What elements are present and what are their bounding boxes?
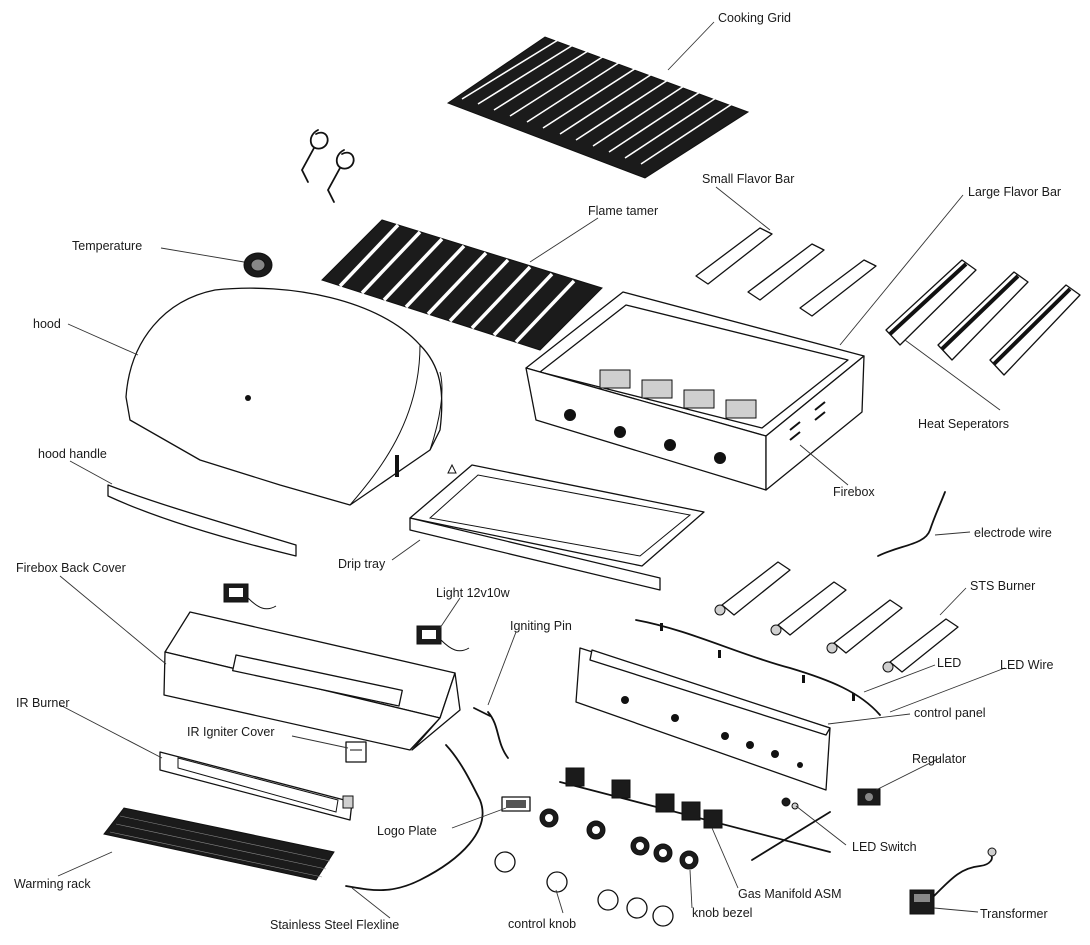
gas-manifold <box>559 767 831 861</box>
ir-igniter-cover <box>345 741 367 763</box>
firebox <box>525 291 865 491</box>
rotisserie-hooks <box>300 129 355 203</box>
cooking-grid <box>446 36 750 179</box>
label-cooking-grid: Cooking Grid <box>718 11 791 25</box>
label-led-switch: LED Switch <box>852 840 917 854</box>
temperature-gauge <box>243 252 273 278</box>
label-regulator: Regulator <box>912 752 966 766</box>
label-control-panel: control panel <box>914 706 986 720</box>
regulator <box>857 788 881 806</box>
light-fixtures <box>223 583 470 652</box>
label-hood-handle: hood handle <box>38 447 107 461</box>
label-ir-burner: IR Burner <box>16 696 70 710</box>
label-light: Light 12v10w <box>436 586 511 600</box>
hood <box>125 287 443 506</box>
control-panel <box>575 647 831 791</box>
electrode-wire <box>877 491 946 557</box>
knob-bezels <box>539 808 699 870</box>
ir-burner <box>159 751 354 821</box>
control-knobs <box>494 851 674 927</box>
heat-separators <box>885 259 1081 376</box>
label-logo-plate: Logo Plate <box>377 824 437 838</box>
label-hood: hood <box>33 317 61 331</box>
label-flame-tamer: Flame tamer <box>588 204 658 218</box>
led-switch <box>781 797 799 810</box>
label-led-wire: LED Wire <box>1000 658 1054 672</box>
label-stainless-steel-flexline: Stainless Steel Flexline <box>270 918 399 932</box>
label-large-flavor-bar: Large Flavor Bar <box>968 185 1061 199</box>
flame-tamer <box>321 219 603 351</box>
label-small-flavor-bar: Small Flavor Bar <box>702 172 794 186</box>
transformer <box>909 847 997 915</box>
igniting-pin <box>473 707 509 759</box>
label-ir-igniter-cover: IR Igniter Cover <box>187 725 275 739</box>
leader-lines <box>57 21 1006 919</box>
label-transformer: Transformer <box>980 907 1048 921</box>
part-labels: Cooking Grid Small Flavor Bar Large Flav… <box>14 11 1061 932</box>
label-gas-manifold: Gas Manifold ASM <box>738 887 842 901</box>
label-led: LED <box>937 656 961 670</box>
label-sts-burner: STS Burner <box>970 579 1035 593</box>
label-igniting-pin: Igniting Pin <box>510 619 572 633</box>
drip-tray <box>409 463 705 591</box>
led-wire <box>635 619 881 716</box>
label-warming-rack: Warming rack <box>14 877 91 891</box>
label-knob-bezel: knob bezel <box>692 906 752 920</box>
label-temperature: Temperature <box>72 239 142 253</box>
sts-burners <box>714 561 959 673</box>
label-control-knob: control knob <box>508 917 576 931</box>
firebox-back-cover <box>163 611 461 751</box>
small-flavor-bars <box>695 227 877 317</box>
label-electrode-wire: electrode wire <box>974 526 1052 540</box>
label-firebox-back-cover: Firebox Back Cover <box>16 561 126 575</box>
stainless-steel-flexline <box>345 744 484 891</box>
label-heat-seperators: Heat Seperators <box>918 417 1009 431</box>
label-drip-tray: Drip tray <box>338 557 386 571</box>
warming-rack <box>103 807 335 881</box>
label-firebox: Firebox <box>833 485 875 499</box>
logo-plate <box>501 796 531 812</box>
hood-handle <box>107 484 297 557</box>
